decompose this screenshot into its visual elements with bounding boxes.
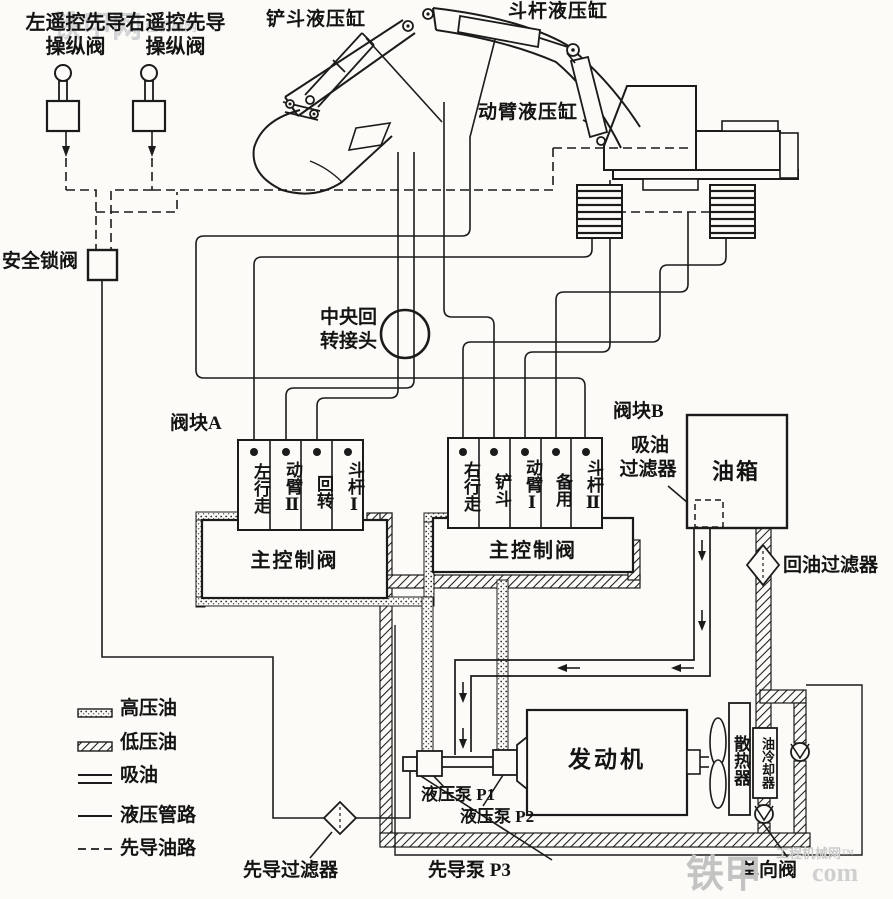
check-valve-cooler-symbol <box>754 804 774 824</box>
suction-filter-box <box>694 499 724 528</box>
return-filter-symbol <box>745 543 781 587</box>
pilot-valve-left <box>45 64 81 133</box>
pilot-valve-right <box>131 64 167 133</box>
oil-cooler-label: 油冷却器 <box>760 737 775 789</box>
pilot-filter-symbol <box>322 800 358 836</box>
flow-arrows <box>62 131 706 749</box>
suction-oil-symbol <box>78 774 112 784</box>
section-bucket: 铲斗 <box>492 473 511 507</box>
pump-p2-symbol <box>492 749 518 776</box>
section-right-travel: 右行走 <box>461 460 480 512</box>
joystick-knob-left <box>54 64 72 82</box>
engine-label: 发动机 <box>568 747 646 772</box>
arm <box>284 19 416 117</box>
high-pressure-oil-symbol <box>77 708 113 718</box>
section-arm-2: 斗杆Ⅱ <box>584 459 603 513</box>
pump-coupling <box>516 735 528 791</box>
swivel-joint-label-line1: 中央回 <box>319 307 377 328</box>
bucket <box>252 109 393 195</box>
main-control-valve-b-label: 主控制阀 <box>489 540 577 562</box>
legend-symbols <box>77 708 113 850</box>
pump-p2-label: 液压泵 P2 <box>460 807 535 826</box>
excavator-deck <box>612 169 799 180</box>
excavator-hood <box>695 130 781 171</box>
section-spare: 备用 <box>553 473 572 507</box>
safety-lock-valve-label: 安全锁阀 <box>2 251 79 272</box>
radiator-symbol <box>728 702 751 816</box>
pilot-valve-left-label-line1: 左遥控先导 <box>25 12 126 34</box>
suction-filter-label-line1: 吸油 <box>630 435 669 456</box>
pump-p1-label: 液压泵 P1 <box>421 785 496 804</box>
check-valve-bypass-symbol <box>790 742 810 762</box>
left-travel-motor <box>576 184 623 239</box>
watermark-top-site: 工程机械网 <box>132 19 198 34</box>
pilot-filter-label: 先导过滤器 <box>243 860 339 881</box>
watermark-top-brand: 铁甲网 <box>52 11 142 44</box>
legend-high-pressure-oil: 高压油 <box>120 698 178 719</box>
pivot-dots <box>288 12 575 116</box>
hydraulic-routing-lines <box>101 27 789 861</box>
bucket-tooth-plate <box>347 122 392 151</box>
legend-pilot-line: 先导油路 <box>120 838 197 859</box>
pilot-pump-p3-label: 先导泵 P3 <box>428 860 511 881</box>
boom-cylinder-label: 动臂液压缸 <box>478 102 579 123</box>
watermark-domain: com <box>812 858 859 887</box>
pilot-valve-left-label-line2: 操纵阀 <box>45 36 106 58</box>
fan-blade-upper <box>709 717 727 767</box>
valve-block-a-symbol <box>200 439 389 600</box>
excavator-hood-top <box>721 120 779 132</box>
pilot-valve-right-label-line1: 右遥控先导 <box>125 12 226 34</box>
safety-lock-valve-symbol <box>86 248 119 282</box>
watermark-site: 工程机械网™ <box>776 846 855 861</box>
suction-filter-label-line2: 过滤器 <box>619 459 677 480</box>
legend-suction-oil: 吸油 <box>120 765 159 786</box>
pilot-valve-right-label-line2: 操纵阀 <box>145 36 206 58</box>
oil-tank-symbol <box>685 413 789 530</box>
pump-p1-symbol <box>416 750 443 777</box>
fan-blade-lower <box>709 759 727 809</box>
fan-and-shaft <box>686 717 727 809</box>
excavator-swing-base <box>642 178 699 191</box>
legend-low-pressure-oil: 低压油 <box>120 732 178 753</box>
section-boom-2: 动臂Ⅱ <box>283 461 302 515</box>
return-filter-label: 回油过滤器 <box>783 555 879 576</box>
section-boom-1: 动臂Ⅰ <box>523 459 542 513</box>
boom-cylinder-body <box>569 55 609 139</box>
oil-tank-label: 油箱 <box>712 459 761 484</box>
section-swing: 回转 <box>314 475 333 509</box>
bucket-cylinder <box>304 32 375 108</box>
engine-room-enclosure <box>394 625 863 856</box>
legend-hydraulic-line: 液压管路 <box>120 805 197 826</box>
bucket-inner-lip <box>309 160 343 183</box>
excavator-cab <box>603 85 697 171</box>
radiator-label: 散热器 <box>731 734 750 786</box>
oil-cooler-symbol <box>752 727 778 799</box>
main-control-valve-a-label: 主控制阀 <box>250 550 339 572</box>
valve-block-b-label: 阀块B <box>613 401 664 422</box>
pump-group <box>402 735 528 791</box>
excavator-counterweight <box>779 132 799 179</box>
valve-port-dots <box>250 448 590 456</box>
arm-cylinder-body <box>457 14 541 49</box>
section-left-travel: 左行走 <box>251 462 270 514</box>
arm-cylinder-label: 斗杆液压缸 <box>508 1 609 22</box>
section-arm-1: 斗杆Ⅰ <box>345 461 364 515</box>
swivel-joint-label-line2: 转接头 <box>319 331 377 352</box>
watermark-brand: 铁甲 <box>686 854 763 896</box>
valve-block-a-label: 阀块A <box>170 413 222 434</box>
check-valve-label: 单向阀 <box>740 860 798 881</box>
pilot-pump-p3-symbol <box>402 756 418 772</box>
central-swivel-joint-symbol <box>379 308 431 360</box>
excavator-illustration <box>252 7 799 239</box>
suction-lines <box>442 528 711 768</box>
joystick-knob-right <box>140 64 158 82</box>
low-pressure-oil-symbol <box>77 741 113 752</box>
bucket-cylinder-label: 铲斗液压缸 <box>266 9 367 30</box>
